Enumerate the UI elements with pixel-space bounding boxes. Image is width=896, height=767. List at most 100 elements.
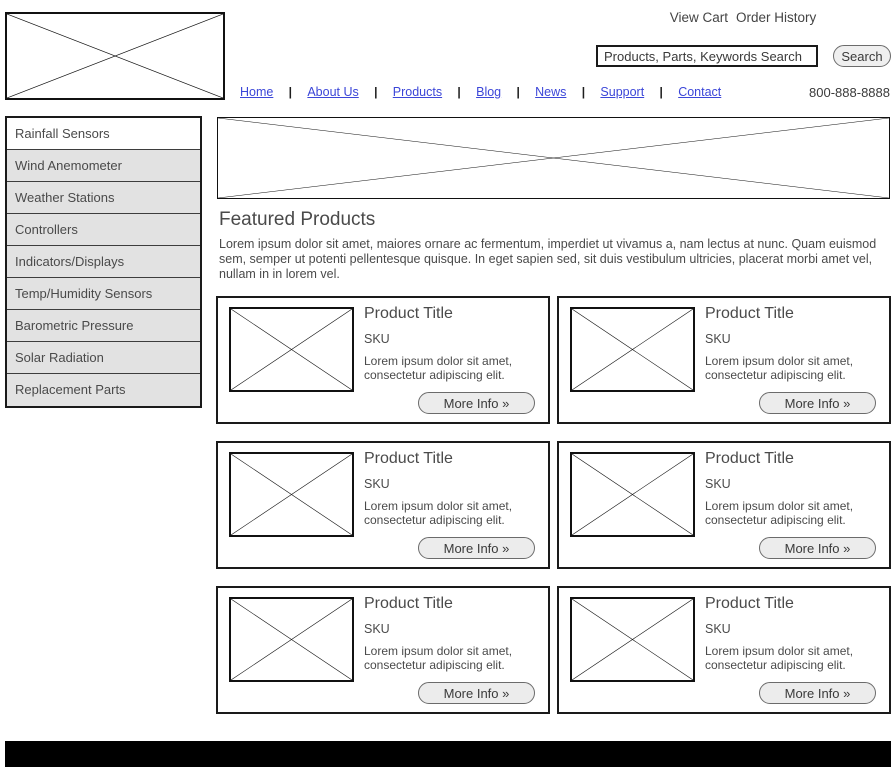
search-input[interactable] bbox=[596, 45, 818, 67]
product-body: Product Title SKU Lorem ipsum dolor sit … bbox=[705, 305, 881, 382]
product-title: Product Title bbox=[364, 305, 453, 322]
product-description: Lorem ipsum dolor sit amet, consectetur … bbox=[705, 499, 854, 527]
nav-item-news[interactable]: News bbox=[535, 85, 567, 99]
view-cart-link[interactable]: View Cart bbox=[669, 10, 728, 25]
hero-banner-placeholder[interactable] bbox=[217, 117, 890, 199]
nav-separator: | bbox=[374, 85, 378, 99]
product-title: Product Title bbox=[705, 450, 794, 467]
product-grid: Product Title SKU Lorem ipsum dolor sit … bbox=[216, 296, 891, 731]
product-image-placeholder bbox=[229, 452, 354, 537]
product-sku: SKU bbox=[364, 477, 390, 491]
sidebar-item-replacement-parts[interactable]: Replacement Parts bbox=[7, 374, 200, 406]
product-sku: SKU bbox=[364, 622, 390, 636]
product-card[interactable]: Product Title SKU Lorem ipsum dolor sit … bbox=[216, 441, 550, 569]
sidebar-item-label: Controllers bbox=[15, 222, 78, 237]
product-card[interactable]: Product Title SKU Lorem ipsum dolor sit … bbox=[557, 296, 891, 424]
logo-placeholder[interactable] bbox=[5, 12, 225, 100]
product-description: Lorem ipsum dolor sit amet, consectetur … bbox=[364, 499, 513, 527]
product-title: Product Title bbox=[705, 595, 794, 612]
phone-number: 800-888-8888 bbox=[809, 85, 890, 100]
nav-separator: | bbox=[516, 85, 520, 99]
more-info-button[interactable]: More Info » bbox=[759, 682, 876, 704]
product-card[interactable]: Product Title SKU Lorem ipsum dolor sit … bbox=[216, 296, 550, 424]
product-sku: SKU bbox=[364, 332, 390, 346]
category-sidebar: Rainfall Sensors Wind Anemometer Weather… bbox=[5, 116, 202, 408]
logo-cross-icon bbox=[7, 14, 223, 98]
sidebar-item-rainfall-sensors[interactable]: Rainfall Sensors bbox=[7, 118, 200, 150]
nav-item-support[interactable]: Support bbox=[600, 85, 645, 99]
page-title: Featured Products bbox=[219, 209, 376, 230]
sidebar-item-label: Rainfall Sensors bbox=[15, 126, 110, 141]
image-cross-icon bbox=[231, 599, 352, 680]
sidebar-item-label: Weather Stations bbox=[15, 190, 115, 205]
sidebar-item-label: Wind Anemometer bbox=[15, 158, 122, 173]
sidebar-item-label: Solar Radiation bbox=[15, 350, 104, 365]
product-card[interactable]: Product Title SKU Lorem ipsum dolor sit … bbox=[557, 441, 891, 569]
more-info-button[interactable]: More Info » bbox=[759, 392, 876, 414]
nav-separator: | bbox=[581, 85, 586, 99]
product-description: Lorem ipsum dolor sit amet, consectetur … bbox=[364, 644, 513, 672]
sidebar-item-label: Replacement Parts bbox=[15, 382, 126, 397]
image-cross-icon bbox=[572, 309, 693, 390]
image-cross-icon bbox=[572, 599, 693, 680]
nav-separator: | bbox=[659, 85, 663, 99]
banner-cross-icon bbox=[218, 118, 889, 198]
product-row: Product Title SKU Lorem ipsum dolor sit … bbox=[216, 586, 891, 731]
product-row: Product Title SKU Lorem ipsum dolor sit … bbox=[216, 441, 891, 586]
product-card[interactable]: Product Title SKU Lorem ipsum dolor sit … bbox=[216, 586, 550, 714]
nav-item-blog[interactable]: Blog bbox=[476, 85, 502, 99]
search-row: Search bbox=[596, 45, 891, 67]
product-body: Product Title SKU Lorem ipsum dolor sit … bbox=[705, 595, 881, 672]
product-body: Product Title SKU Lorem ipsum dolor sit … bbox=[364, 595, 540, 672]
product-image-placeholder bbox=[570, 597, 695, 682]
sidebar-item-label: Temp/Humidity Sensors bbox=[15, 286, 153, 301]
product-image-placeholder bbox=[229, 307, 354, 392]
main-navigation: Home | About Us | Products | Blog | News | Support… bbox=[240, 85, 890, 105]
nav-item-products[interactable]: Products bbox=[392, 85, 443, 99]
nav-separator: | bbox=[457, 85, 461, 99]
more-info-button[interactable]: More Info » bbox=[418, 392, 535, 414]
sidebar-item-label: Barometric Pressure bbox=[15, 318, 134, 333]
sidebar-item-label: Indicators/Displays bbox=[15, 254, 125, 269]
image-cross-icon bbox=[231, 309, 352, 390]
product-body: Product Title SKU Lorem ipsum dolor sit … bbox=[364, 450, 540, 527]
product-sku: SKU bbox=[705, 332, 731, 346]
search-button[interactable]: Search bbox=[833, 45, 891, 67]
product-title: Product Title bbox=[364, 595, 453, 612]
product-row: Product Title SKU Lorem ipsum dolor sit … bbox=[216, 296, 891, 441]
product-image-placeholder bbox=[570, 452, 695, 537]
order-history-link[interactable]: Order History bbox=[736, 10, 817, 25]
product-card[interactable]: Product Title SKU Lorem ipsum dolor sit … bbox=[557, 586, 891, 714]
sidebar-item-barometric-pressure[interactable]: Barometric Pressure bbox=[7, 310, 200, 342]
more-info-button[interactable]: More Info » bbox=[759, 537, 876, 559]
nav-item-contact[interactable]: Contact bbox=[678, 85, 722, 99]
product-sku: SKU bbox=[705, 477, 731, 491]
product-sku: SKU bbox=[705, 622, 731, 636]
site-header: View Cart Order History Search Home | About… bbox=[0, 0, 896, 112]
sidebar-item-temp-humidity-sensors[interactable]: Temp/Humidity Sensors bbox=[7, 278, 200, 310]
product-title: Product Title bbox=[364, 450, 453, 467]
sidebar-item-controllers[interactable]: Controllers bbox=[7, 214, 200, 246]
nav-item-home[interactable]: Home bbox=[240, 85, 274, 99]
product-description: Lorem ipsum dolor sit amet, consectetur … bbox=[705, 644, 854, 672]
sidebar-item-indicators-displays[interactable]: Indicators/Displays bbox=[7, 246, 200, 278]
nav-item-about-us[interactable]: About Us bbox=[307, 85, 359, 99]
image-cross-icon bbox=[572, 454, 693, 535]
image-cross-icon bbox=[231, 454, 352, 535]
sidebar-item-wind-anemometer[interactable]: Wind Anemometer bbox=[7, 150, 200, 182]
featured-description: Lorem ipsum dolor sit amet, maiores orna… bbox=[219, 237, 877, 281]
product-description: Lorem ipsum dolor sit amet, consectetur … bbox=[364, 354, 513, 382]
product-title: Product Title bbox=[705, 305, 794, 322]
site-footer bbox=[5, 741, 891, 767]
product-image-placeholder bbox=[229, 597, 354, 682]
utility-links: View Cart Order History bbox=[596, 10, 890, 25]
more-info-button[interactable]: More Info » bbox=[418, 537, 535, 559]
sidebar-item-solar-radiation[interactable]: Solar Radiation bbox=[7, 342, 200, 374]
sidebar-item-weather-stations[interactable]: Weather Stations bbox=[7, 182, 200, 214]
nav-separator: | bbox=[288, 85, 293, 99]
product-image-placeholder bbox=[570, 307, 695, 392]
product-body: Product Title SKU Lorem ipsum dolor sit … bbox=[705, 450, 881, 527]
product-body: Product Title SKU Lorem ipsum dolor sit … bbox=[364, 305, 540, 382]
product-description: Lorem ipsum dolor sit amet, consectetur … bbox=[705, 354, 854, 382]
more-info-button[interactable]: More Info » bbox=[418, 682, 535, 704]
